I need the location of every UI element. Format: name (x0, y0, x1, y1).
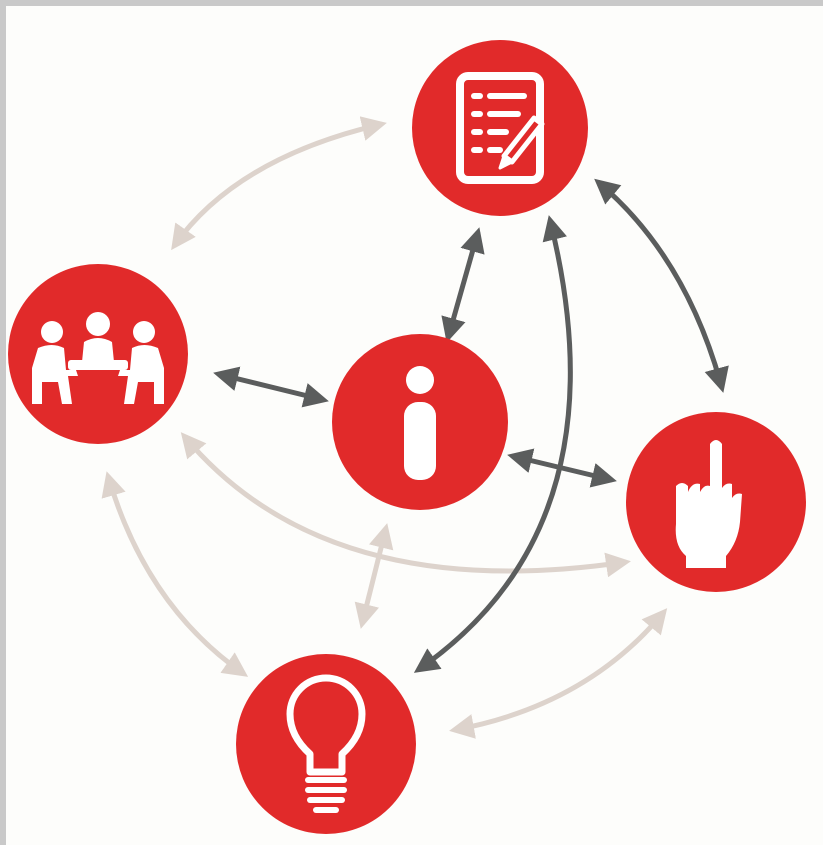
node-idea (236, 654, 416, 834)
diagram-canvas (6, 6, 823, 845)
meeting-icon (32, 312, 164, 404)
node-pointer (626, 412, 806, 592)
checklist-icon (456, 72, 545, 184)
diagram-svg (8, 40, 806, 834)
arrow-info-idea (354, 523, 394, 629)
arrow-meeting-idea (101, 471, 249, 677)
arrow-meeting-checklist (171, 116, 387, 251)
arrow-idea-pointer (449, 608, 668, 739)
node-checklist (412, 40, 588, 216)
info-icon (404, 366, 436, 480)
arrow-checklist-pointer (594, 178, 729, 393)
connections (101, 116, 729, 739)
node-meeting (8, 264, 188, 444)
lightbulb-icon (286, 674, 366, 813)
arrow-checklist-idea (413, 215, 573, 673)
node-info (332, 334, 508, 510)
arrow-info-checklist (441, 227, 485, 343)
arrow-meeting-info (213, 366, 329, 408)
pointing-hand-icon (675, 440, 742, 568)
